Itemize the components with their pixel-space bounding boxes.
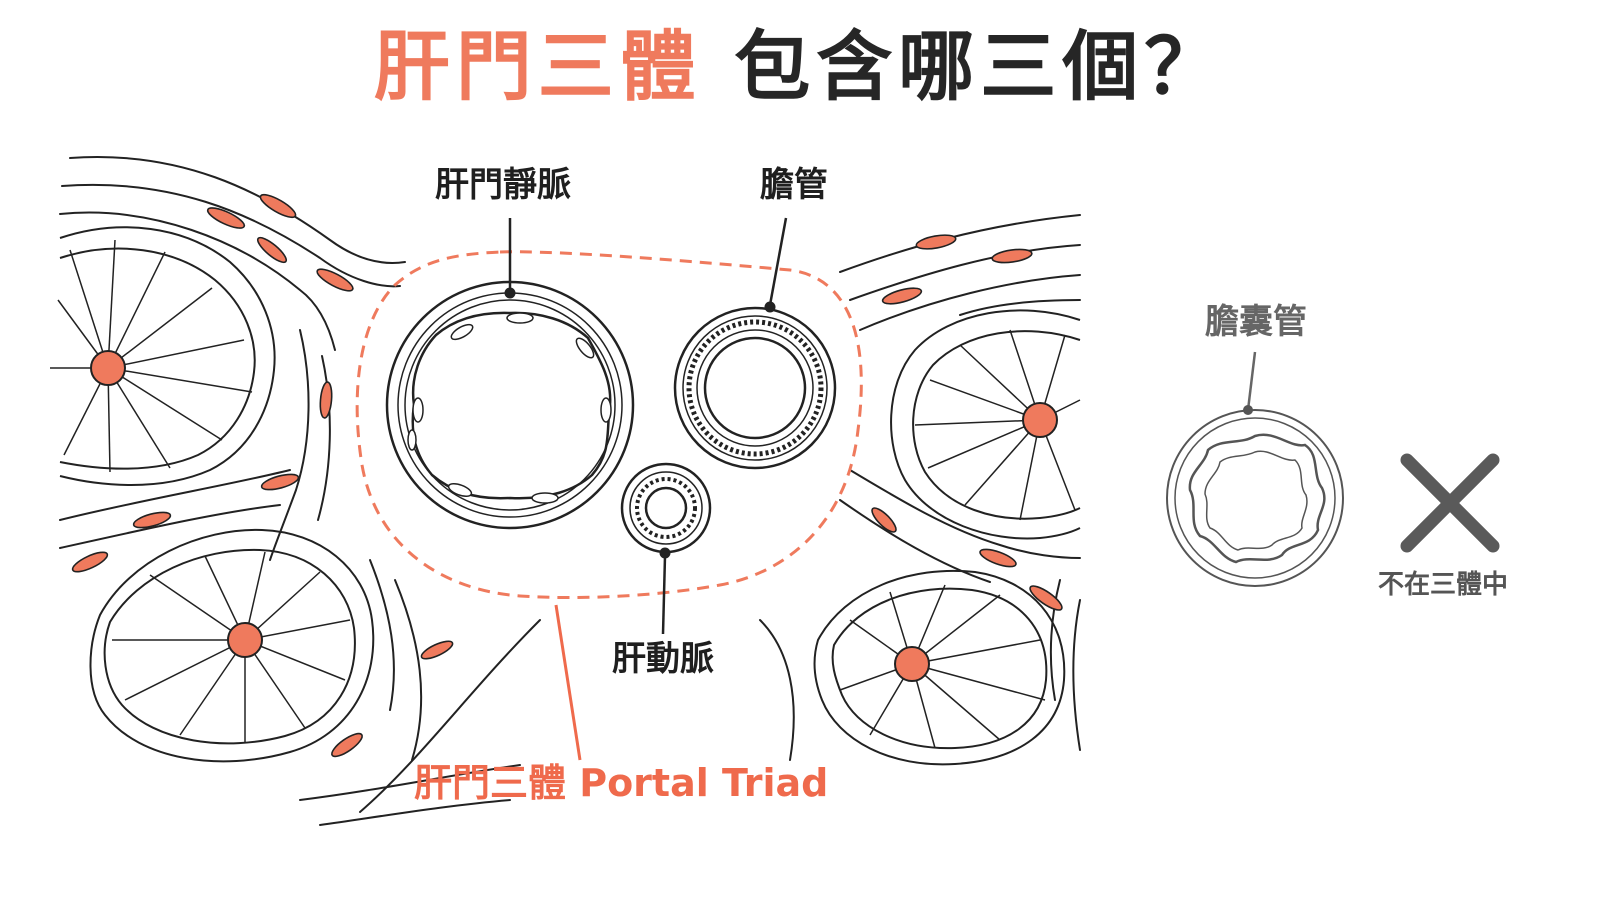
- bile-duct: [673, 306, 837, 470]
- leader-lines: [508, 217, 1257, 635]
- portal-triad-boundary: [355, 250, 863, 600]
- stroma-cells: [71, 193, 1063, 758]
- label-hepatic-artery: 肝動脈: [612, 639, 714, 679]
- page-title: 肝門三體 包含哪三個？: [0, 22, 1600, 112]
- lobule-bottom-left: [89, 528, 375, 763]
- label-portal-vein: 肝門靜脈: [435, 165, 571, 205]
- label-not-included: 不在三體中: [1378, 570, 1509, 600]
- x-mark-icon: [1400, 453, 1500, 553]
- label-cystic-duct: 膽囊管: [1205, 302, 1307, 342]
- anchor-dots: [504, 287, 1253, 559]
- triad-leader-line: [554, 604, 582, 761]
- cystic-duct: [1166, 409, 1344, 587]
- lobule-top-right: [890, 309, 1081, 540]
- title-highlight: 肝門三體: [373, 22, 702, 111]
- label-bile-duct: 膽管: [760, 165, 828, 205]
- lobule-top-left: [50, 226, 276, 486]
- hepatic-artery: [620, 462, 712, 554]
- portal-vein: [385, 280, 635, 530]
- connective-tissue: [59, 156, 1081, 826]
- lobule-bottom-right: [813, 569, 1066, 766]
- label-portal-triad: 肝門三體 Portal Triad: [414, 761, 829, 805]
- title-rest: 包含哪三個？: [734, 22, 1227, 111]
